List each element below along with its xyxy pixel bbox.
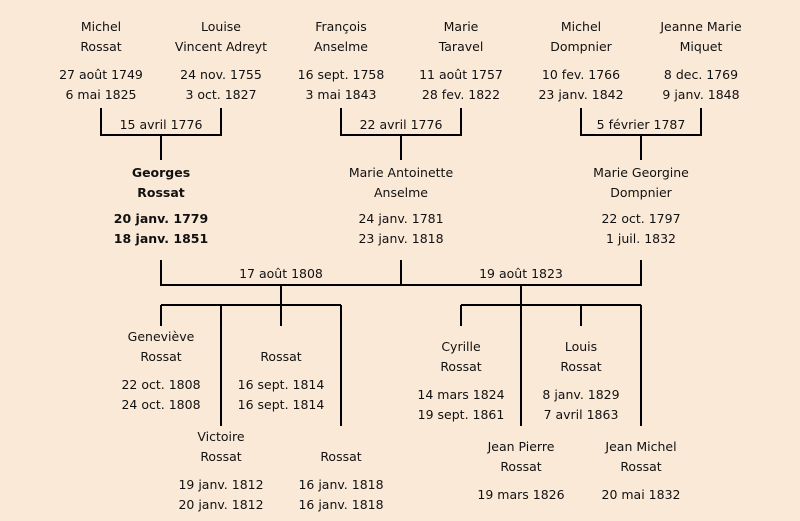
birth-date: 20 mai 1832 [601,487,681,502]
death-date: 6 mai 1825 [65,87,137,102]
death-date: 3 oct. 1827 [185,87,257,102]
couple-connector [100,108,222,160]
birth-date: 24 nov. 1755 [180,67,262,82]
person-first-name: Georges [131,165,191,180]
marriage-date: 19 août 1823 [479,266,563,281]
person-last-name: Rossat [140,349,182,364]
person-last-name: Rossat [260,349,302,364]
birth-date: 22 oct. 1808 [121,377,201,392]
person-first-name: Jean Pierre [487,439,555,454]
birth-date: 8 janv. 1829 [542,387,620,402]
birth-date: 8 dec. 1769 [663,67,739,82]
birth-date: 22 oct. 1797 [601,211,681,226]
birth-date: 14 mars 1824 [417,387,505,402]
person-last-name: Anselme [313,39,369,54]
death-date: 16 janv. 1818 [298,497,384,512]
birth-date: 20 janv. 1779 [113,211,209,226]
couple-connector [340,108,462,160]
death-date: 23 janv. 1818 [358,231,444,246]
birth-date: 24 janv. 1781 [358,211,444,226]
person-last-name: Rossat [137,185,185,200]
children-connector [160,285,342,426]
person-first-name: Louise [201,19,241,34]
person-first-name: Victoire [197,429,245,444]
person-last-name: Miquet [679,39,723,54]
marriage-date: 22 avril 1776 [359,117,443,132]
death-date: 18 janv. 1851 [113,231,209,246]
marriage-date: 15 avril 1776 [119,117,203,132]
couple-connector [580,108,702,160]
death-date: 28 fev. 1822 [421,87,501,102]
marriage-date: 5 février 1787 [596,117,686,132]
person-first-name: Michel [80,19,122,34]
person-first-name: Jean Michel [605,439,677,454]
person-last-name: Vincent Adreyt [174,39,268,54]
person-first-name: Marie [443,19,479,34]
death-date: 9 janv. 1848 [662,87,740,102]
person-last-name: Rossat [560,359,602,374]
children-connector [460,285,642,426]
person-last-name: Dompnier [550,39,612,54]
person-first-name: Marie Georgine [593,165,689,180]
birth-date: 16 sept. 1814 [237,377,325,392]
person-first-name: Louis [564,339,598,354]
person-first-name: Jeanne Marie [660,19,742,34]
birth-date: 10 fev. 1766 [541,67,621,82]
marriage-date: 17 août 1808 [239,266,323,281]
person-last-name: Anselme [373,185,429,200]
person-first-name: Marie Antoinette [348,165,454,180]
person-last-name: Taravel [438,39,484,54]
person-last-name: Rossat [320,449,362,464]
birth-date: 16 sept. 1758 [297,67,385,82]
death-date: 19 sept. 1861 [417,407,505,422]
person-last-name: Rossat [440,359,482,374]
death-date: 23 janv. 1842 [538,87,624,102]
person-last-name: Rossat [200,449,242,464]
person-first-name: Cyrille [441,339,481,354]
death-date: 24 oct. 1808 [121,397,201,412]
death-date: 1 juil. 1832 [605,231,677,246]
person-last-name: Rossat [500,459,542,474]
person-last-name: Dompnier [610,185,672,200]
couple-connector [160,260,642,286]
birth-date: 27 août 1749 [59,67,143,82]
person-last-name: Rossat [80,39,122,54]
death-date: 16 sept. 1814 [237,397,325,412]
death-date: 7 avril 1863 [543,407,619,422]
person-first-name: François [315,19,367,34]
birth-date: 11 août 1757 [419,67,503,82]
birth-date: 19 mars 1826 [477,487,565,502]
birth-date: 16 janv. 1818 [298,477,384,492]
birth-date: 19 janv. 1812 [178,477,264,492]
person-last-name: Rossat [620,459,662,474]
person-first-name: Michel [560,19,602,34]
death-date: 20 janv. 1812 [178,497,264,512]
person-first-name: Geneviève [127,329,195,344]
death-date: 3 mai 1843 [305,87,377,102]
